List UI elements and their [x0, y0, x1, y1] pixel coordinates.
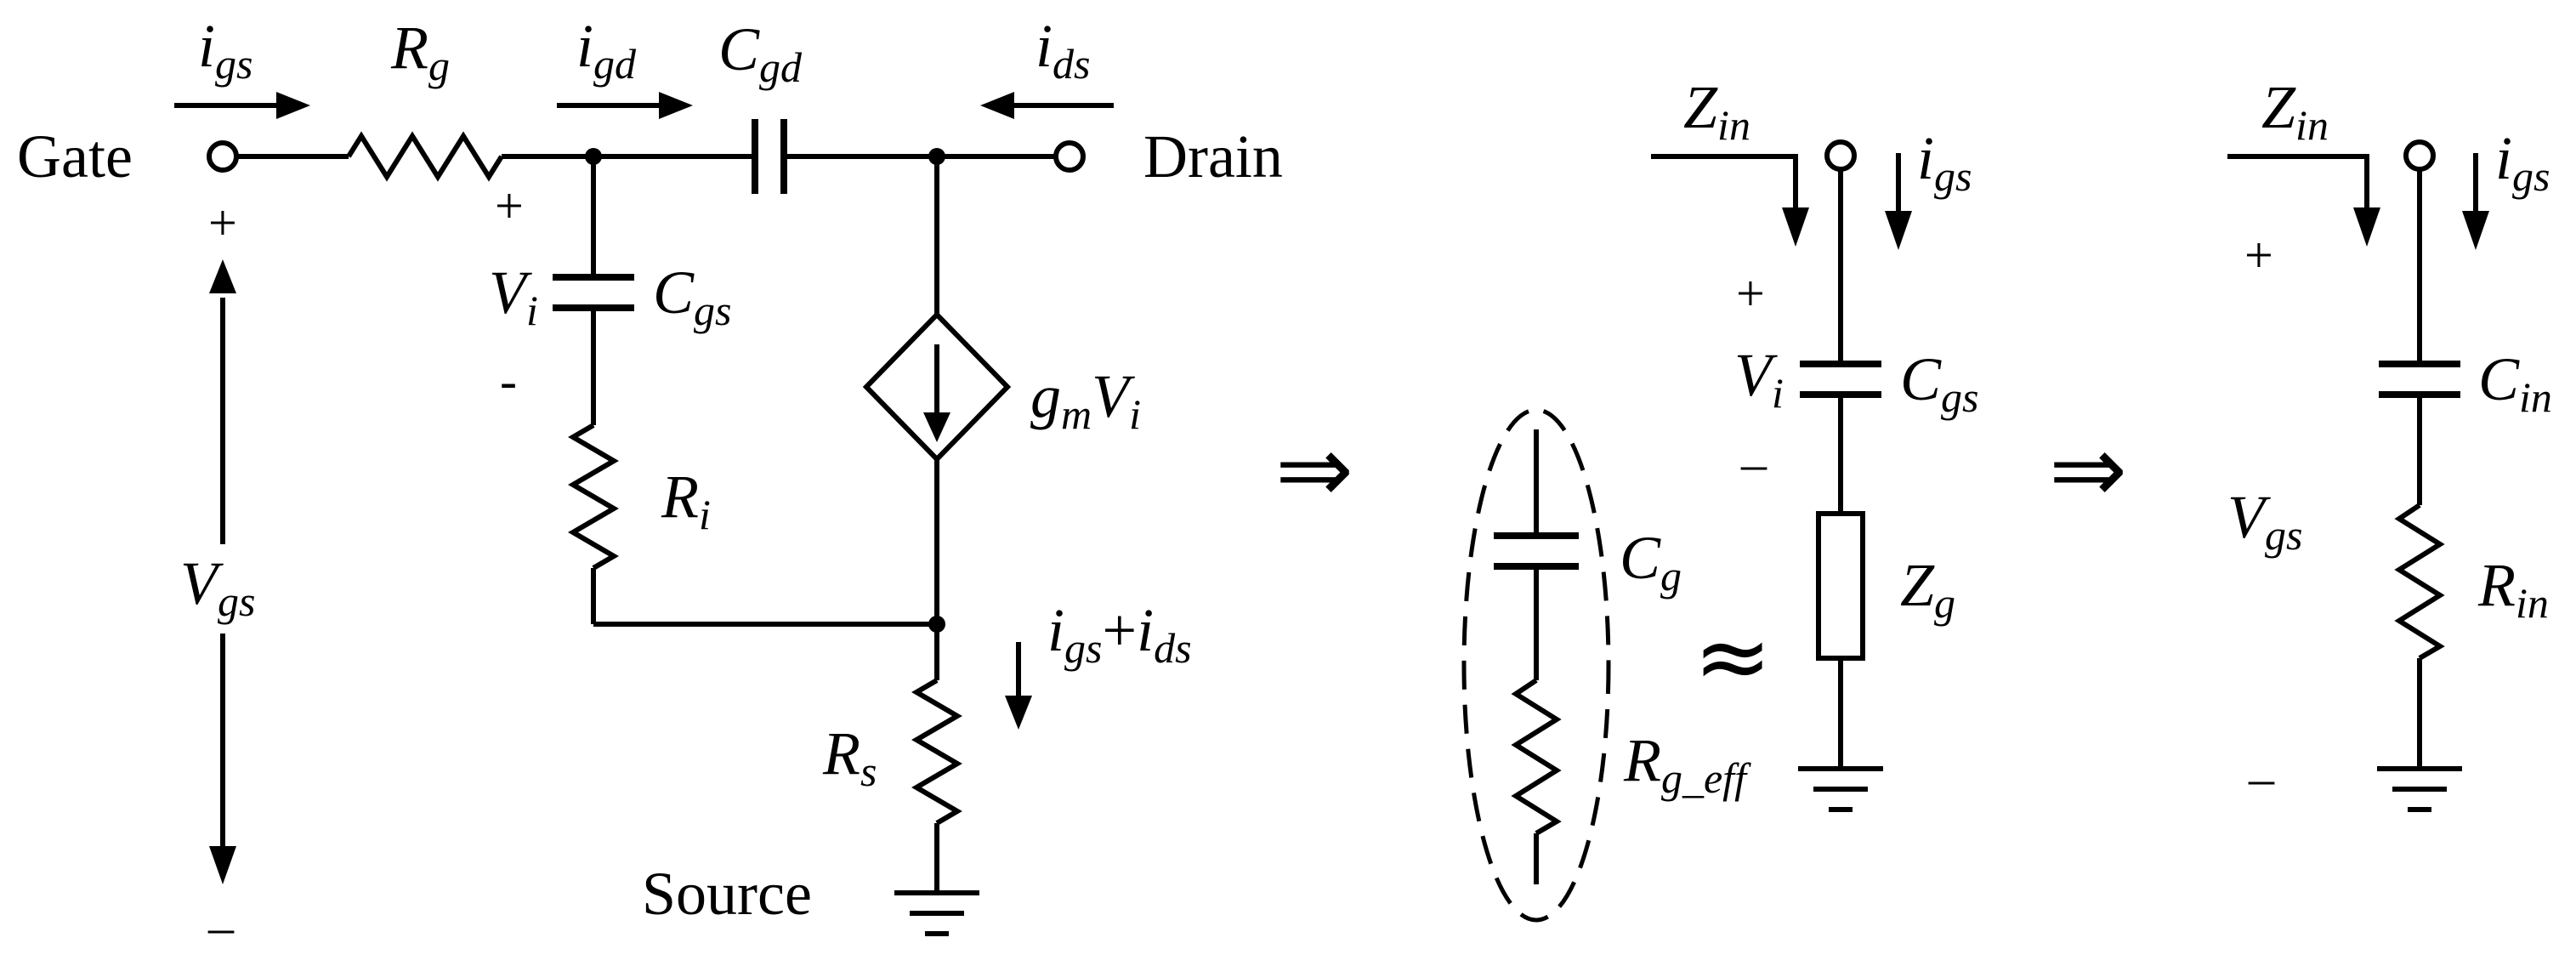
gate-terminal: [207, 140, 239, 173]
arrow-igd-head: [659, 92, 693, 119]
label-vgs: Vgs: [180, 549, 255, 625]
implies-symbol: ⇒: [1275, 415, 1353, 524]
resistor-rg: [346, 131, 504, 182]
label-vi-mid: Vi: [1734, 341, 1784, 417]
implies-symbol: ⇒: [2049, 415, 2127, 524]
input-rc-model: Zin igs + Cin Vgs Rin –: [2227, 73, 2552, 812]
arrow-igs-ids-head: [1005, 696, 1032, 730]
resistor-rg-eff: [1511, 678, 1562, 836]
vgs-minus-sign: –: [2248, 750, 2275, 806]
impedance-zg-box: [1816, 511, 1865, 661]
label-cgd: Cgd: [718, 15, 803, 91]
arrow-vgs-head-down: [209, 846, 236, 884]
vgs-minus-sign: –: [207, 899, 235, 955]
label-igs: igs: [198, 12, 252, 88]
label-ri: Ri: [661, 463, 711, 538]
arrow-zin-head: [1782, 207, 1809, 247]
drain-label: Drain: [1143, 122, 1283, 190]
vi-plus-sign: +: [495, 178, 524, 234]
ground-symbol: [1798, 766, 1883, 812]
drain-terminal: [1053, 140, 1086, 173]
ground-symbol: [894, 890, 979, 936]
label-rs: Rs: [822, 719, 877, 795]
arrow-igs-head: [2462, 211, 2489, 250]
arrow-vgs-head-up: [209, 259, 236, 293]
input-terminal: [2403, 139, 2436, 172]
label-gmvi: gmVi: [1030, 362, 1141, 438]
fet-model: Gate Drain Source + – + - igs Rg igd Cgd…: [17, 12, 1283, 955]
vgs-plus-sign: +: [208, 195, 237, 251]
label-cgs: Cgs: [653, 259, 732, 334]
vi-minus-sign: -: [500, 353, 517, 409]
label-igs-plus-ids: igs+ids: [1047, 596, 1192, 672]
label-igd: igd: [576, 12, 637, 88]
arrow-zin-head: [2353, 207, 2380, 247]
label-igs-right: igs: [2495, 124, 2550, 200]
dashed-ellipse: [1461, 407, 1611, 923]
resistor-rin: [2394, 503, 2445, 661]
label-vgs-right: Vgs: [2227, 483, 2302, 559]
gate-label: Gate: [17, 122, 133, 190]
ground-symbol: [2377, 766, 2462, 812]
resistor-ri: [568, 423, 619, 571]
arrow-ids-head: [980, 92, 1014, 119]
source-label: Source: [642, 860, 812, 928]
label-zin: Zin: [1683, 73, 1750, 149]
arrow-igs-head: [1885, 211, 1912, 250]
label-cin: Cin: [2478, 345, 2552, 421]
source-arrow-head: [923, 412, 950, 442]
vi-plus-sign: +: [1736, 265, 1765, 321]
label-cg: Cg: [1620, 524, 1682, 599]
label-rin: Rin: [2477, 551, 2549, 627]
input-terminal: [1824, 139, 1857, 172]
equivalent-input-model: Cg Rg_eff ≈ Zin igs + Vi Cgs – Zg: [1461, 73, 1979, 923]
vi-minus-sign: –: [1740, 435, 1767, 492]
arrow-igs-head: [276, 92, 310, 119]
resistor-rs: [911, 678, 962, 826]
label-ids: ids: [1036, 12, 1090, 88]
label-vi: Vi: [489, 259, 538, 334]
label-rg: Rg: [390, 14, 450, 89]
label-cgs-mid: Cgs: [1900, 345, 1979, 421]
label-rg-eff: Rg_eff: [1623, 726, 1751, 802]
approx-symbol: ≈: [1694, 602, 1772, 711]
vgs-plus-sign: +: [2244, 227, 2273, 283]
arrow-zin-line: [1651, 154, 1798, 211]
arrow-zin-line: [2227, 154, 2369, 211]
label-zg: Zg: [1900, 551, 1955, 627]
label-zin: Zin: [2261, 73, 2329, 149]
label-igs-mid: igs: [1917, 124, 1972, 200]
